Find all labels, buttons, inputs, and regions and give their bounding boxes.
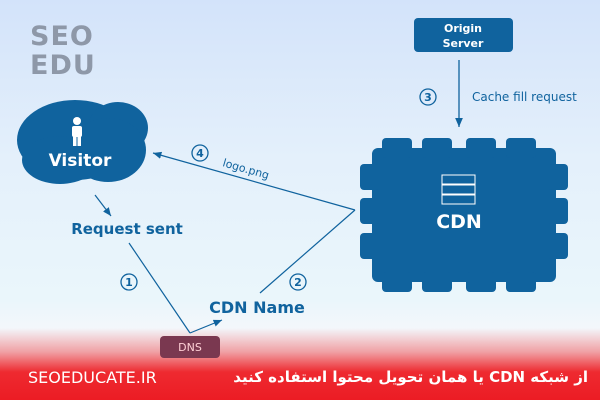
cdn-name-to-cdn-line <box>259 209 356 294</box>
origin-label-line1: Origin <box>444 22 482 35</box>
response-arrow <box>152 151 356 211</box>
origin-label-line2: Server <box>443 37 484 50</box>
cdn-name-label: CDN Name <box>209 298 305 317</box>
logo-line-2: EDU <box>30 50 96 81</box>
cdn-label: CDN <box>436 211 482 233</box>
step-4-number: 4 <box>196 147 204 160</box>
footer-banner: SEOEDUCATE.IR از شبکه CDN یا همان تحویل … <box>0 362 600 392</box>
step-1-circle <box>120 273 138 291</box>
visitor-label: Visitor <box>49 151 112 171</box>
request-sent-label: Request sent <box>71 220 183 238</box>
dns-to-cdn-name-arrow <box>189 319 223 334</box>
visitor-cloud <box>17 100 148 184</box>
server-stack-icon <box>441 174 476 205</box>
step-3-number: 3 <box>424 91 432 104</box>
step-2-circle <box>289 273 307 291</box>
visitor-request-arrow <box>94 194 112 217</box>
footer-persian-caption: از شبکه CDN یا همان تحویل محتوا استفاده … <box>233 368 588 386</box>
dns-label: DNS <box>178 341 202 354</box>
cdn-block <box>360 138 568 292</box>
logo-png-label: logo.png <box>221 156 270 182</box>
cache-fill-label: Cache fill request <box>472 90 577 104</box>
step-1-number: 1 <box>125 276 133 289</box>
footer-site-name: SEOEDUCATE.IR <box>28 368 157 387</box>
seo-edu-logo: SEO EDU <box>30 22 96 80</box>
origin-server-box <box>414 18 513 52</box>
dns-box <box>160 336 220 358</box>
person-icon <box>72 117 82 146</box>
logo-line-1: SEO <box>30 21 94 52</box>
step-3-circle <box>419 88 437 106</box>
step-4-circle <box>191 144 209 162</box>
request-to-dns-line <box>128 242 191 334</box>
step-2-number: 2 <box>294 276 302 289</box>
